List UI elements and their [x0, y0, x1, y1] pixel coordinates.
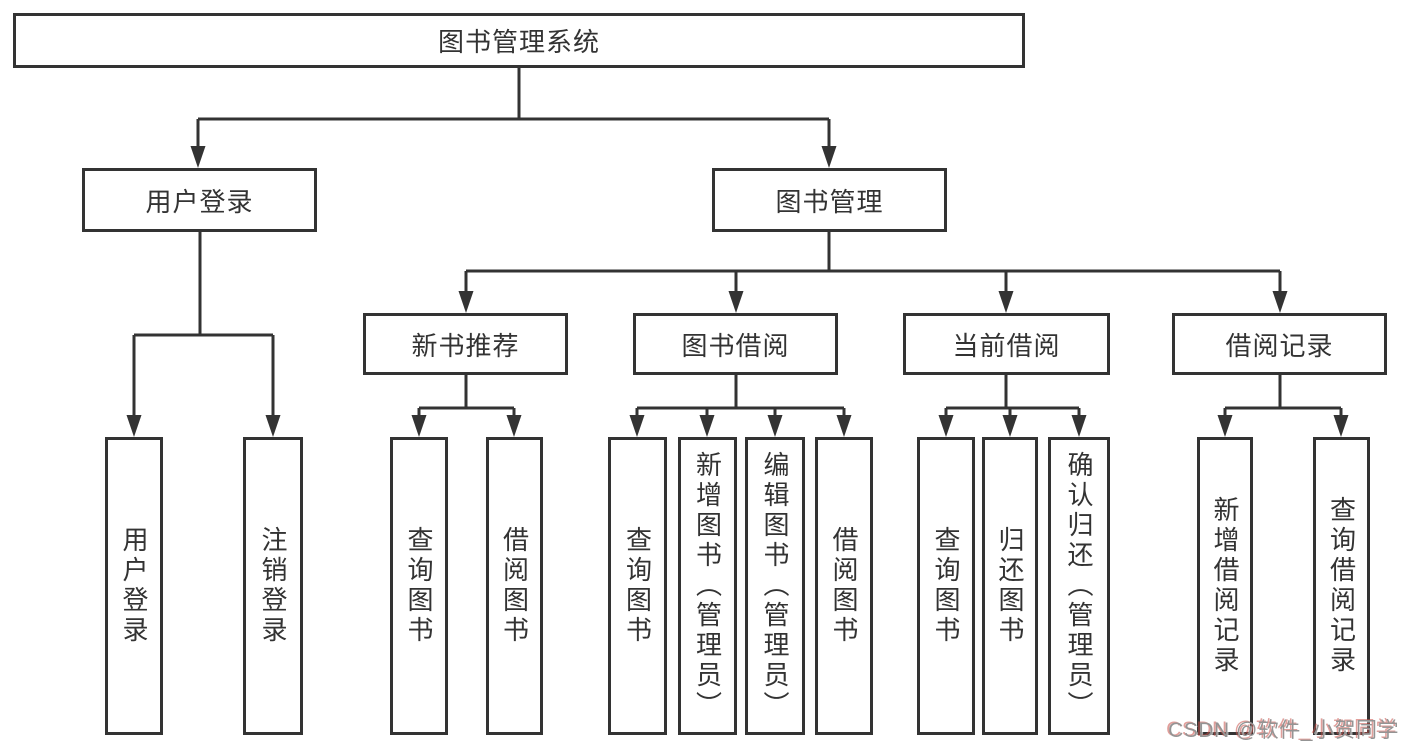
leaf-edit-books-admin-label: 编辑图书（管理员）	[760, 451, 790, 721]
leaf-rec-query-books: 查询图书	[390, 437, 448, 735]
leaf-borrow-books-label: 借阅图书	[829, 526, 859, 646]
connector-arrows	[126, 146, 1349, 437]
csdn-watermark: CSDN @软件_小贺同学	[1168, 719, 1399, 742]
leaf-add-books-admin: 新增图书（管理员）	[678, 437, 737, 735]
node-current-borrowing: 当前借阅	[903, 313, 1110, 375]
node-borrowing-records-label: 借阅记录	[1225, 330, 1334, 361]
leaf-logout-label: 注销登录	[258, 526, 288, 646]
leaf-edit-books-admin: 编辑图书（管理员）	[745, 437, 805, 735]
node-new-book-recommend: 新书推荐	[363, 313, 568, 375]
connector-paths	[132, 68, 1343, 424]
node-book-management: 图书管理	[712, 168, 947, 232]
leaf-user-login-label: 用户登录	[119, 526, 149, 646]
node-root-label: 图书管理系统	[437, 27, 600, 57]
leaf-confirm-return-admin: 确认归还（管理员）	[1048, 437, 1110, 735]
leaf-return-books-label: 归还图书	[995, 526, 1025, 646]
leaf-add-books-admin-label: 新增图书（管理员）	[692, 451, 723, 721]
node-new-book-recommend-label: 新书推荐	[411, 330, 520, 361]
leaf-query-borrow-record-label: 查询借阅记录	[1326, 496, 1357, 676]
leaf-add-borrow-record: 新增借阅记录	[1197, 437, 1253, 735]
leaf-borrow-query-books-label: 查询图书	[622, 526, 653, 646]
leaf-borrow-books: 借阅图书	[815, 437, 873, 735]
leaf-rec-query-books-label: 查询图书	[404, 526, 434, 646]
leaf-rec-borrow-books: 借阅图书	[486, 437, 543, 735]
leaf-user-login: 用户登录	[105, 437, 163, 735]
node-borrowing-records: 借阅记录	[1172, 313, 1387, 375]
node-book-management-label: 图书管理	[775, 186, 884, 217]
node-user-login-label: 用户登录	[145, 186, 254, 217]
leaf-current-query-books-label: 查询图书	[931, 526, 961, 646]
node-current-borrowing-label: 当前借阅	[952, 330, 1061, 361]
leaf-current-query-books: 查询图书	[917, 437, 975, 735]
node-book-borrowing: 图书借阅	[633, 313, 838, 375]
leaf-return-books: 归还图书	[982, 437, 1038, 735]
leaf-logout: 注销登录	[243, 437, 303, 735]
leaf-query-borrow-record: 查询借阅记录	[1313, 437, 1370, 735]
leaf-confirm-return-admin-label: 确认归还（管理员）	[1064, 451, 1094, 721]
leaf-borrow-query-books: 查询图书	[608, 437, 667, 735]
node-user-login: 用户登录	[82, 168, 317, 232]
leaf-rec-borrow-books-label: 借阅图书	[499, 526, 530, 646]
leaf-add-borrow-record-label: 新增借阅记录	[1210, 496, 1240, 676]
node-book-borrowing-label: 图书借阅	[681, 330, 790, 361]
node-root: 图书管理系统	[13, 13, 1025, 68]
